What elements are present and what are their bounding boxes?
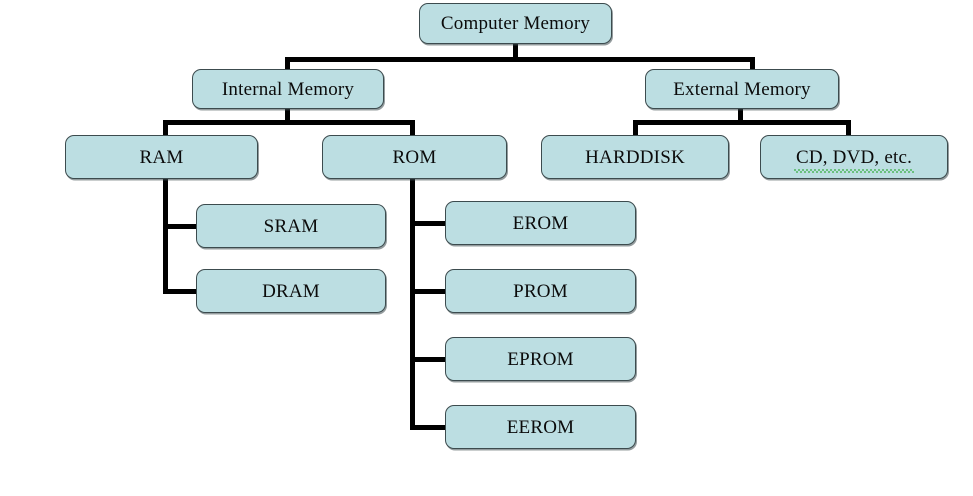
connector-stub-sram (163, 224, 199, 229)
connector-internal-drop (285, 57, 290, 73)
node-label: DRAM (262, 280, 320, 302)
node-label: ROM (392, 146, 437, 168)
node-label: HARDDISK (585, 146, 685, 168)
node-label: CD, DVD, etc. (793, 146, 915, 173)
connector-harddisk-drop (633, 120, 638, 138)
connector-optical-drop (846, 120, 851, 138)
connector-ram-drop (163, 120, 168, 138)
node-internal-memory[interactable]: Internal Memory (192, 69, 384, 109)
node-label: EROM (512, 212, 569, 234)
connector-stub-eerom (410, 425, 448, 430)
node-label: EPROM (507, 348, 574, 370)
node-label: PROM (513, 280, 568, 302)
node-sram[interactable]: SRAM (196, 204, 386, 248)
connector-rom-trunk (410, 178, 415, 430)
node-ram[interactable]: RAM (65, 135, 258, 179)
connector-stub-dram (163, 289, 199, 294)
node-dram[interactable]: DRAM (196, 269, 386, 313)
connector-ram-trunk (163, 178, 168, 294)
connector-stub-erom (410, 221, 448, 226)
connector-root-stem (513, 42, 518, 60)
node-label: External Memory (673, 78, 811, 100)
connector-internal-stem (285, 108, 290, 122)
node-label: Internal Memory (221, 78, 355, 100)
connector-rom-drop (410, 120, 415, 138)
node-harddisk[interactable]: HARDDISK (541, 135, 729, 179)
node-computer-memory[interactable]: Computer Memory (419, 3, 612, 44)
node-prom[interactable]: PROM (445, 269, 636, 313)
node-rom[interactable]: ROM (322, 135, 507, 179)
node-cd-dvd-etc[interactable]: CD, DVD, etc. (760, 135, 948, 179)
connector-level3-left-bus (163, 120, 415, 125)
connector-stub-eprom (410, 357, 448, 362)
connector-level2-bus (285, 57, 755, 62)
node-erom[interactable]: EROM (445, 201, 636, 245)
connector-level3-right-bus (633, 120, 851, 125)
connector-stub-prom (410, 289, 448, 294)
node-label: Computer Memory (440, 13, 591, 34)
connector-external-stem (738, 108, 743, 122)
node-eprom[interactable]: EPROM (445, 337, 636, 381)
node-external-memory[interactable]: External Memory (645, 69, 839, 109)
node-eerom[interactable]: EEROM (445, 405, 636, 449)
connector-external-drop (750, 57, 755, 73)
node-label: RAM (139, 146, 184, 168)
node-label: SRAM (263, 215, 319, 237)
node-label: EEROM (506, 416, 575, 438)
